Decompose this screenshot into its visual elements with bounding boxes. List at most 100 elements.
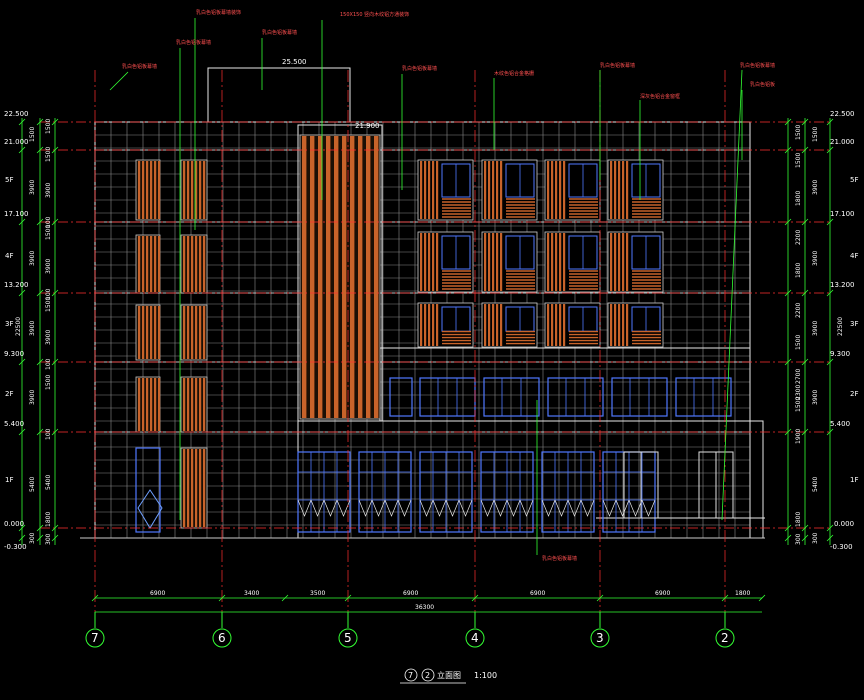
- dim-tick: [51, 146, 59, 154]
- ann-1: 乳白色铝板幕墙: [176, 39, 211, 46]
- window-frame: [607, 231, 664, 293]
- band-window: [611, 377, 668, 417]
- window-frame: [417, 159, 474, 221]
- top-level-roof: 25.500: [282, 58, 307, 66]
- fin-bar: [183, 236, 186, 292]
- rdo-7: 300: [812, 532, 819, 544]
- rdo-6: 5400: [812, 477, 819, 492]
- window-fin: [496, 161, 499, 219]
- ann-3: 乳白色铝板幕墙: [262, 29, 297, 36]
- fin-bar: [342, 136, 347, 418]
- dim-tick: [18, 218, 26, 226]
- rdi-12: 300: [795, 533, 802, 545]
- window-frame: [607, 302, 664, 348]
- dim-tick: [18, 118, 26, 126]
- store-door-swing: [628, 499, 643, 517]
- fin-bar: [138, 378, 141, 431]
- window-fin: [436, 161, 439, 219]
- window-fin: [555, 233, 558, 291]
- fin-bar: [191, 378, 194, 431]
- store-door-swing: [419, 499, 434, 517]
- store-door-swing: [432, 499, 447, 517]
- ann-4: 乳白色铝板幕墙: [122, 63, 157, 70]
- level-left-5: 5.400: [4, 420, 24, 428]
- fin-bar: [203, 236, 206, 292]
- dim-tick: [36, 524, 44, 532]
- rdo-3: 22500: [837, 317, 844, 336]
- axis-6: 6: [218, 631, 226, 645]
- fin-bar: [150, 161, 153, 219]
- dim-tick: [18, 534, 26, 542]
- axis-4: 4: [471, 631, 479, 645]
- store-door-swing: [541, 499, 556, 517]
- level-left-1: 21.000: [4, 138, 29, 146]
- ldo-7: 300: [29, 532, 36, 544]
- level-right-3: 13.200: [830, 281, 855, 289]
- fin-bar: [195, 449, 198, 527]
- window-fin: [428, 233, 431, 291]
- ldi-6: 100: [45, 288, 52, 300]
- dim-tick: [596, 594, 604, 602]
- level-right-4: 9.300: [830, 350, 850, 358]
- fin-bar: [142, 236, 145, 292]
- dim-tick: [18, 289, 26, 297]
- rdo-2: 3900: [812, 251, 819, 266]
- dim-tick: [826, 218, 834, 226]
- dim-tick: [801, 218, 809, 226]
- levels-right: 22.500 21.000 17.100 13.200 9.300 5.400 …: [830, 110, 855, 551]
- fin-bar: [187, 161, 190, 219]
- fin-bar: [350, 136, 355, 418]
- fin-bar: [154, 236, 157, 292]
- dim-tick: [36, 118, 44, 126]
- ldi-9: 100: [45, 358, 52, 370]
- annotations: 乳白色铝板幕墙装饰 乳白色铝板幕墙 150X150 竖向木纹铝方通装饰 乳白色铝…: [122, 9, 775, 562]
- window-fin: [420, 304, 423, 346]
- ann-6: 乳白色铝板幕墙: [402, 65, 437, 72]
- store-door-swing: [358, 499, 373, 517]
- fin-bar: [183, 449, 186, 527]
- fin-panel: [180, 234, 208, 294]
- window-fin: [559, 233, 562, 291]
- window-fin: [432, 233, 435, 291]
- store-door-swing: [554, 499, 569, 517]
- window-fin: [551, 304, 554, 346]
- fin-bar: [158, 161, 161, 219]
- dim-tick: [826, 534, 834, 542]
- window-fin: [622, 304, 625, 346]
- rdi-3: 2200: [795, 230, 802, 245]
- window-fin: [547, 233, 550, 291]
- dim-tick: [801, 358, 809, 366]
- dim-tick: [51, 524, 59, 532]
- dim-tick: [801, 524, 809, 532]
- window-fin: [432, 161, 435, 219]
- floor-label-1f: 1F: [5, 476, 13, 484]
- bd-2: 3500: [310, 590, 325, 597]
- ldi-5: 3900: [45, 259, 52, 274]
- dim-tick: [826, 428, 834, 436]
- right-dim-outer: 1500 3900 3900 22500 3900 3900 5400 300: [812, 127, 844, 544]
- store-door-swing: [493, 499, 508, 517]
- dim-tick: [51, 358, 59, 366]
- red-datum-lines: [40, 121, 830, 529]
- store-window: [135, 447, 161, 533]
- dim-tick: [18, 146, 26, 154]
- dim-tick: [51, 218, 59, 226]
- window-fin: [492, 233, 495, 291]
- bd-4: 6900: [530, 590, 545, 597]
- band-window: [389, 377, 413, 417]
- dim-tick: [36, 146, 44, 154]
- window-fin: [488, 233, 491, 291]
- leader-lines: [109, 18, 743, 555]
- dim-tick: [784, 146, 792, 154]
- dim-tick: [801, 534, 809, 542]
- floor-label-4f: 4F: [5, 252, 13, 260]
- floor-label-r2f: 2F: [850, 390, 858, 398]
- rdi-2: 1800: [795, 191, 802, 206]
- window-fin: [618, 304, 621, 346]
- dim-tick: [801, 289, 809, 297]
- window-fin: [610, 304, 613, 346]
- level-right-6: 0.000: [834, 520, 854, 528]
- rdi-5: 2200: [795, 303, 802, 318]
- store-door-swing: [615, 499, 630, 517]
- bottom-dimension-chain: [91, 594, 766, 613]
